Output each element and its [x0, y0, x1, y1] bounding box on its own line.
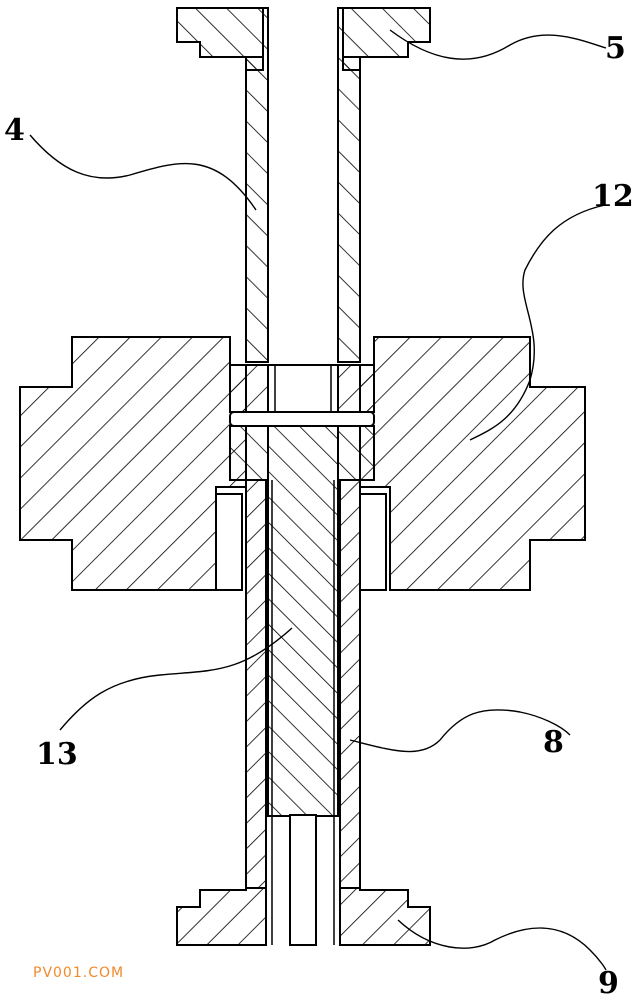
flange-part-9-right — [339, 887, 431, 946]
label-part-8: 8 — [543, 725, 564, 760]
block-part-12-left — [19, 336, 247, 591]
coupling-gap — [229, 411, 375, 427]
tube-part-8-left-wall — [245, 479, 267, 889]
tube-part-8-right-wall — [339, 479, 361, 889]
leader-13 — [59, 627, 293, 731]
label-part-5: 5 — [605, 31, 626, 66]
block-pocket-left — [215, 493, 243, 591]
tube-part-4-right-wall — [337, 7, 361, 363]
label-part-4: 4 — [4, 113, 25, 148]
leader-4 — [29, 134, 257, 211]
label-part-13: 13 — [36, 737, 78, 772]
label-part-12: 12 — [592, 179, 634, 214]
tube-part-4-left-wall — [245, 7, 269, 363]
rod-part-13 — [267, 425, 339, 817]
leader-12 — [469, 204, 606, 441]
block-pocket-right — [359, 493, 387, 591]
coupling-upper — [229, 364, 375, 413]
label-part-9: 9 — [598, 966, 619, 1000]
flange-part-9-left — [176, 887, 267, 946]
leader-9 — [397, 919, 607, 971]
leader-5 — [389, 29, 607, 60]
watermark: PV001.COM — [33, 965, 124, 981]
rod-slot — [289, 814, 317, 946]
block-part-12-right — [359, 336, 586, 591]
leader-8 — [349, 709, 571, 753]
